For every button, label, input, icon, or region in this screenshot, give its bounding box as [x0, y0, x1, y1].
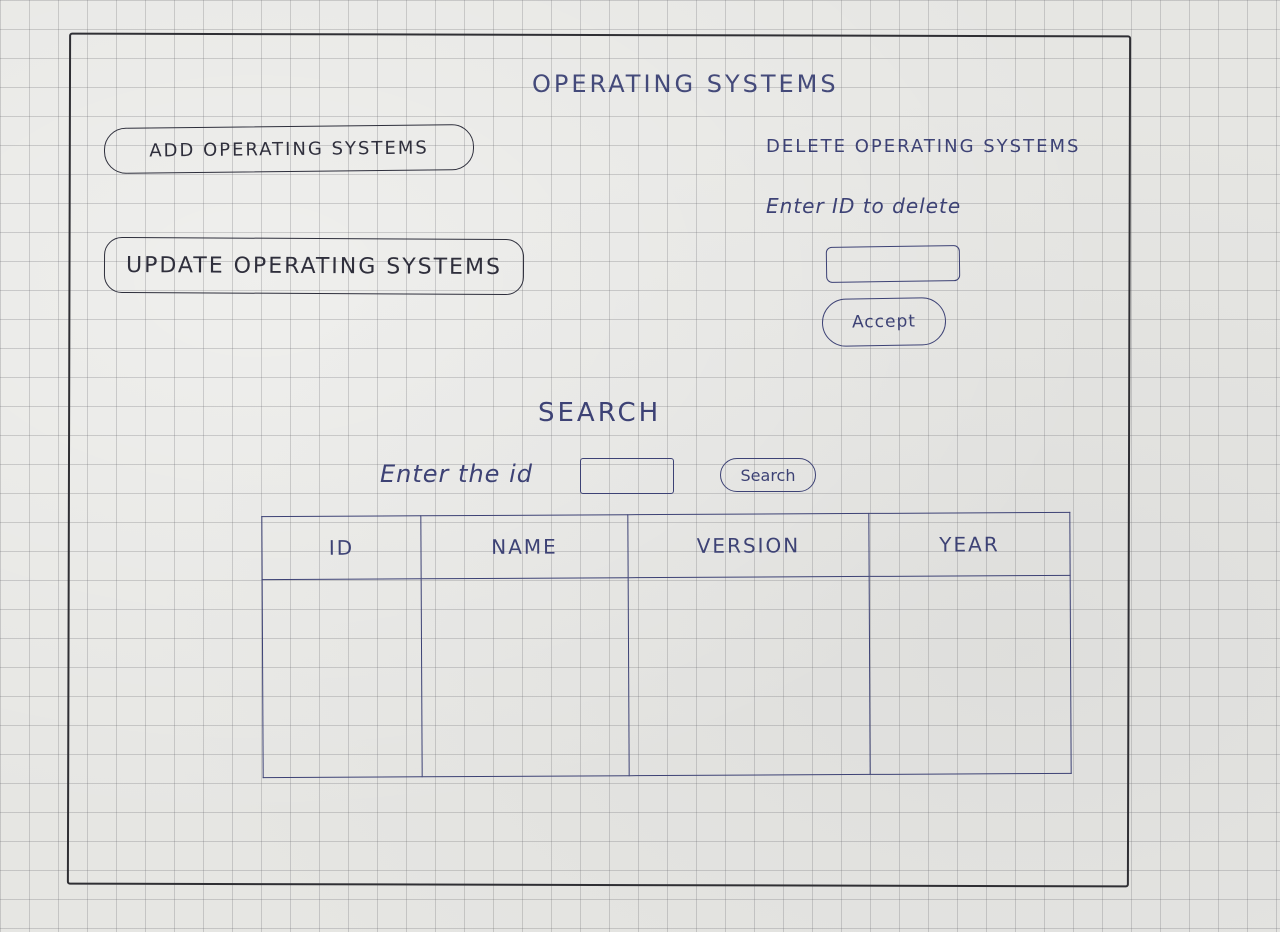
search-id-label: Enter the id [380, 460, 533, 488]
column-header-id: ID [261, 515, 422, 580]
update-operating-systems-button[interactable]: UPDATE OPERATING SYSTEMS [103, 236, 525, 296]
delete-id-label: Enter ID to delete [766, 194, 962, 218]
table-cell-year [869, 575, 1072, 775]
search-section-title: SEARCH [538, 398, 662, 428]
column-header-version: VERSION [627, 513, 870, 578]
table-header-row: ID NAME VERSION YEAR [261, 512, 1071, 580]
accept-delete-button[interactable]: Accept [821, 296, 947, 348]
search-id-input[interactable] [580, 458, 674, 494]
column-header-name: NAME [420, 514, 629, 579]
add-operating-systems-button[interactable]: ADD OPERATING SYSTEMS [103, 124, 475, 174]
table-cell-id [262, 578, 423, 778]
table-row [262, 575, 1072, 778]
table-cell-version [628, 576, 871, 776]
table-cell-name [421, 577, 630, 777]
page-title: OPERATING SYSTEMS [532, 70, 839, 98]
delete-section-title: DELETE OPERATING SYSTEMS [766, 136, 1081, 157]
search-button[interactable]: Search [720, 458, 816, 492]
delete-id-input[interactable] [825, 245, 961, 283]
results-table: ID NAME VERSION YEAR [261, 512, 1072, 778]
column-header-year: YEAR [868, 512, 1071, 577]
